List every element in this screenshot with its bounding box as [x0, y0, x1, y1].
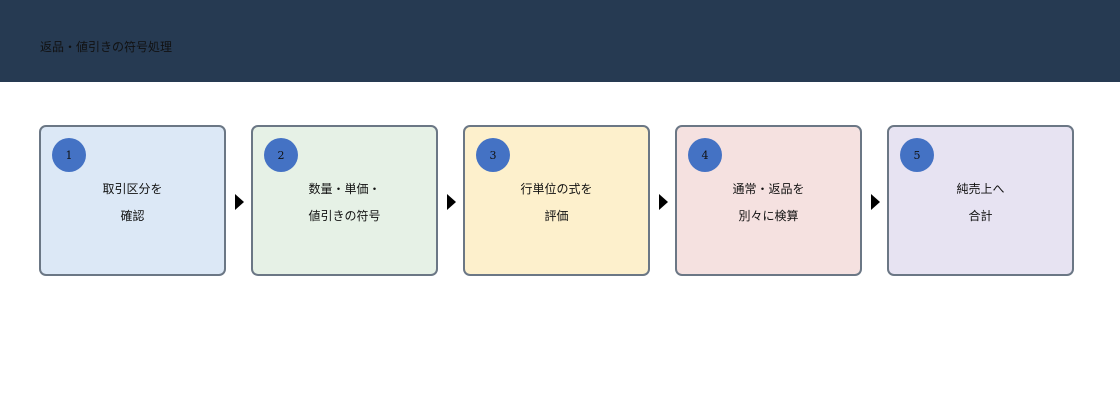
header-bar: 返品・値引きの符号処理: [0, 0, 1120, 82]
step-box-3: 3 行単位の式を 評価: [463, 125, 650, 276]
step-box-1: 1 取引区分を 確認: [39, 125, 226, 276]
step-number-badge: 1: [52, 138, 86, 172]
page-title: 返品・値引きの符号処理: [40, 40, 173, 54]
step-box-2: 2 数量・単価・ 値引きの符号: [251, 125, 438, 276]
step-label-line: 数量・単価・: [308, 182, 381, 196]
flow-arrow-icon: [871, 194, 880, 210]
step-number-badge: 5: [900, 138, 934, 172]
step-label: 取引区分を 確認: [41, 176, 224, 230]
step-label-line: 純売上へ: [956, 182, 1005, 196]
step-number-badge: 2: [264, 138, 298, 172]
step-label-line: 別々に検算: [738, 209, 799, 223]
step-number-badge: 3: [476, 138, 510, 172]
step-label-line: 行単位の式を: [520, 182, 593, 196]
step-label-line: 合計: [968, 209, 993, 223]
step-label-line: 値引きの符号: [308, 209, 381, 223]
step-label-line: 通常・返品を: [732, 182, 805, 196]
step-label: 行単位の式を 評価: [465, 176, 648, 230]
step-label: 数量・単価・ 値引きの符号: [253, 176, 436, 230]
step-box-4: 4 通常・返品を 別々に検算: [675, 125, 862, 276]
flow-arrow-icon: [659, 194, 668, 210]
flow-arrow-icon: [447, 194, 456, 210]
step-label-line: 確認: [120, 209, 145, 223]
step-label: 通常・返品を 別々に検算: [677, 176, 860, 230]
step-label: 純売上へ 合計: [889, 176, 1072, 230]
step-number-badge: 4: [688, 138, 722, 172]
step-box-5: 5 純売上へ 合計: [887, 125, 1074, 276]
step-label-line: 評価: [544, 209, 569, 223]
flow-arrow-icon: [235, 194, 244, 210]
step-label-line: 取引区分を: [102, 182, 163, 196]
